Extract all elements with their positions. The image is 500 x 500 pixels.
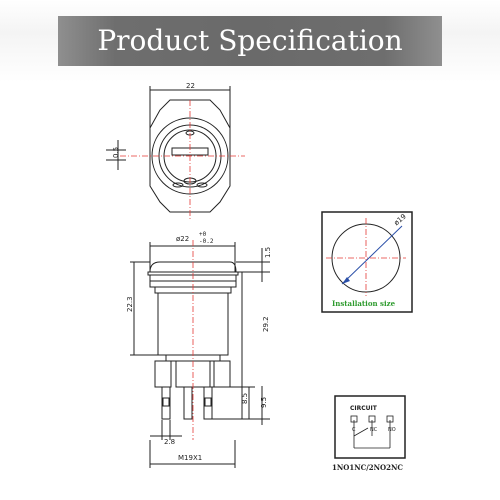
title-bar — [58, 16, 442, 66]
tolerance-lower: -0.2 — [199, 238, 214, 245]
width-dimension: 22 — [186, 82, 195, 90]
overall-dimension: 29.2 — [262, 316, 270, 332]
pin-length-a: 8.5 — [241, 393, 249, 404]
circuit-caption: 1NO1NC/2NO2NC — [332, 463, 403, 472]
circuit-heading: CIRCUIT — [350, 405, 378, 412]
tolerance-upper: +0 — [199, 231, 207, 238]
installation-caption: Installation size — [332, 299, 396, 308]
pin-pitch-dimension: 2.8 — [164, 438, 175, 446]
bezel-dimension: 1.5 — [264, 247, 272, 258]
installation-panel — [321, 211, 413, 313]
diameter-dimension: ø22 — [176, 235, 189, 243]
title-banner: Product Specification — [0, 0, 500, 82]
circuit-panel: C NC NO — [334, 395, 406, 459]
svg-text:NC: NC — [370, 427, 378, 433]
pin-length-b: 9.5 — [260, 397, 268, 408]
body-dimension: 22.3 — [126, 296, 134, 312]
side-view — [130, 242, 270, 468]
page-title: Product Specification — [97, 24, 403, 57]
gap-dimension: 0.5 — [112, 147, 120, 158]
svg-text:NO: NO — [388, 427, 396, 433]
thread-dimension: M19X1 — [178, 454, 202, 462]
svg-text:C: C — [352, 427, 356, 433]
top-view-centerlines — [120, 100, 245, 220]
top-view — [106, 86, 231, 213]
